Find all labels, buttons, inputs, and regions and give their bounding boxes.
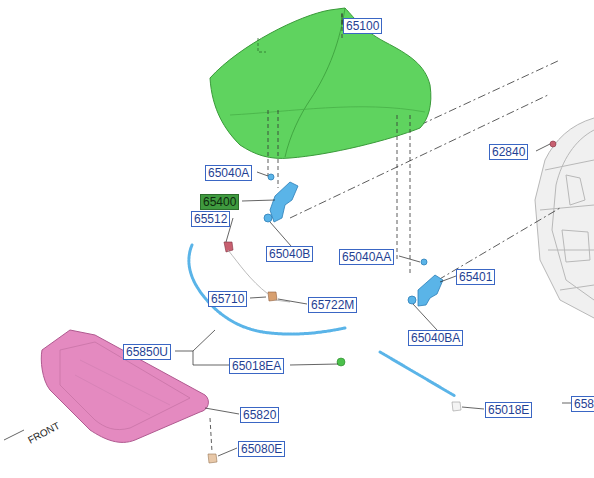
hood-insulator <box>41 330 208 442</box>
callout-number: 658 <box>571 396 594 412</box>
callout-number: 65820 <box>240 407 279 423</box>
callout-number: 65850U <box>123 344 171 360</box>
callout-number: 65401 <box>456 269 495 285</box>
drop-line <box>210 10 410 452</box>
callout-number: 65710 <box>208 291 247 307</box>
hood <box>210 8 431 158</box>
callout-number: 65040B <box>266 246 313 262</box>
callout-number: 65512 <box>191 211 230 227</box>
hinge <box>264 174 443 306</box>
callout-number: 65018E <box>485 402 532 418</box>
small-part <box>208 141 556 463</box>
leader-line <box>4 14 571 456</box>
callout-number: 65400 <box>200 194 239 210</box>
callout-number: 65040BA <box>408 330 463 346</box>
callout-number: 65040A <box>205 165 252 181</box>
direction-label: FRONT <box>26 420 62 446</box>
seal-strip <box>189 245 455 396</box>
callout-number: 65722M <box>308 297 357 313</box>
callout-number: 65100 <box>343 18 382 34</box>
callout-number: 65080E <box>238 441 285 457</box>
car-body <box>535 118 594 318</box>
callout-number: 65018EA <box>229 358 284 374</box>
callout-number: 65040AA <box>339 249 394 265</box>
callout-number: 62840 <box>489 144 528 160</box>
